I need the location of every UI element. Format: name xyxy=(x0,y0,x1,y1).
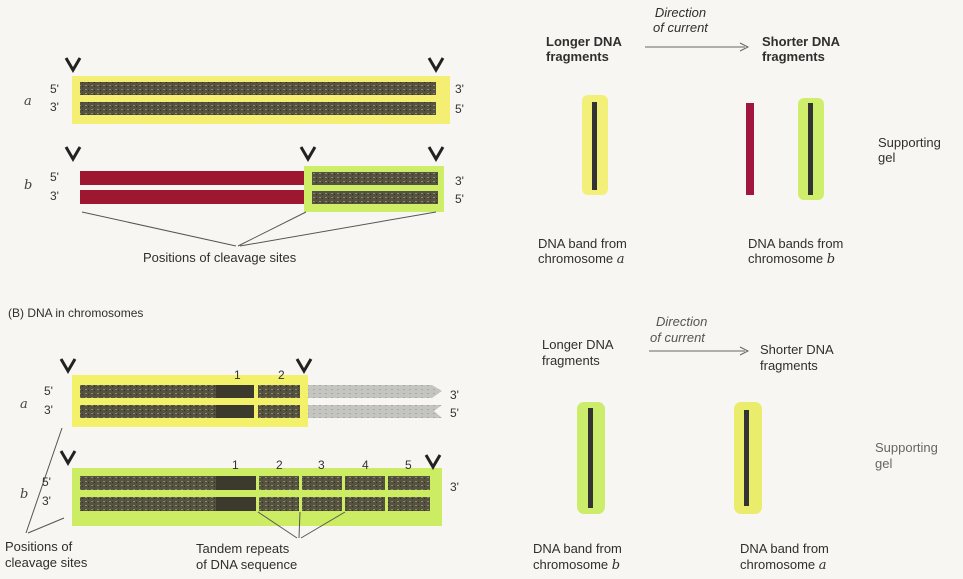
yellow-highlight xyxy=(72,375,308,427)
band-b-caption-line2: chromosome b xyxy=(533,557,620,573)
cleavage-arrow-icon xyxy=(66,58,80,70)
repeat-number: 4 xyxy=(362,458,369,472)
direction-label-line1: Direction xyxy=(656,314,707,329)
strand-bottom xyxy=(80,102,436,115)
strand-top xyxy=(80,82,436,95)
five-prime-label: 5' xyxy=(455,102,464,116)
longer-fragments-label-line2: fragments xyxy=(542,353,600,368)
longer-fragments-label-line1: Longer DNA xyxy=(542,337,614,352)
gel-band-b-dark xyxy=(808,103,813,195)
three-prime-label: 3' xyxy=(455,174,464,188)
gel-band-a xyxy=(592,102,597,190)
panelA-chromosome-a xyxy=(72,76,450,124)
cleavage-arrow-icon xyxy=(426,455,440,467)
panelB-chromosome-a xyxy=(72,375,442,427)
repeat-block xyxy=(388,497,430,511)
repeat-number: 2 xyxy=(278,368,285,382)
strand xyxy=(80,476,216,490)
repeat-block xyxy=(388,476,430,490)
three-prime-label: 3' xyxy=(42,494,51,508)
five-prime-label: 5' xyxy=(50,170,59,184)
panelB-chromosome-b xyxy=(72,468,442,526)
repeat-number: 5 xyxy=(405,458,412,472)
repeat-block xyxy=(258,405,300,418)
tandem-repeats-label-line2: of DNA sequence xyxy=(196,557,297,572)
three-prime-label: 3' xyxy=(450,388,459,402)
repeat-block xyxy=(216,405,254,418)
five-prime-label: 5' xyxy=(44,384,53,398)
strand xyxy=(80,385,216,398)
band-b-caption-line1: DNA bands from xyxy=(748,236,843,251)
panelA-chromosome-b xyxy=(80,166,444,212)
repeat-block xyxy=(216,476,256,490)
five-prime-label: 5' xyxy=(50,82,59,96)
longer-fragments-label: Longer DNA fragments xyxy=(546,34,622,64)
chromosome-a-label: a xyxy=(20,397,28,412)
band-a-caption-line1: DNA band from xyxy=(740,541,829,556)
strand-bottom xyxy=(312,191,438,204)
repeat-number: 3 xyxy=(318,458,325,472)
repeat-block xyxy=(258,385,300,398)
three-prime-label: 3' xyxy=(455,82,464,96)
cleavage-sites-label: Positions of cleavage sites xyxy=(143,250,296,265)
three-prime-label: 3' xyxy=(450,480,459,494)
repeat-block xyxy=(259,497,299,511)
shorter-fragments-label-line2: fragments xyxy=(760,358,818,373)
repeat-block xyxy=(345,476,385,490)
band-b-caption-line1: DNA band from xyxy=(533,541,622,556)
cleavage-arrow-icon xyxy=(61,451,75,463)
cleavage-arrow-icon xyxy=(429,58,443,70)
cleavage-arrow-icon xyxy=(301,147,315,159)
three-prime-label: 3' xyxy=(50,100,59,114)
cleavage-arrow-icon xyxy=(429,147,443,159)
shorter-fragments-label-line1: Shorter DNA xyxy=(760,342,834,357)
supporting-gel-label-line2: gel xyxy=(875,456,892,471)
shorter-fragments-label: Shorter DNA fragments xyxy=(762,34,840,64)
direction-of-current-label: Direction of current xyxy=(653,5,708,35)
band-a-caption-line1: DNA band from xyxy=(538,236,627,251)
repeat-block xyxy=(302,476,342,490)
gel-band-a xyxy=(744,410,749,506)
repeat-block xyxy=(216,385,254,398)
repeat-block xyxy=(259,476,299,490)
cleavage-arrow-icon xyxy=(297,359,311,371)
five-prime-label: 5' xyxy=(450,406,459,420)
three-prime-label: 3' xyxy=(44,403,53,417)
strand xyxy=(80,497,216,511)
repeat-block xyxy=(345,497,385,511)
direction-label-line2: of current xyxy=(650,330,705,345)
repeat-block xyxy=(302,497,342,511)
red-strand-bottom xyxy=(80,190,304,204)
panel-b-header: (B) DNA in chromosomes xyxy=(8,306,143,321)
gray-strand xyxy=(308,405,442,418)
red-strand-top xyxy=(80,171,304,185)
gel-band-b xyxy=(588,408,593,508)
repeat-block xyxy=(216,497,256,511)
repeat-number: 2 xyxy=(276,458,283,472)
tandem-repeats-label-line1: Tandem repeats xyxy=(196,541,289,556)
band-a-caption-line2: chromosome a xyxy=(538,251,625,267)
cleavage-sites-label-line1: Positions of xyxy=(5,539,72,554)
repeat-number: 1 xyxy=(234,368,241,382)
strand-top xyxy=(312,172,438,185)
band-a-caption-line2: chromosome a xyxy=(740,557,827,573)
cleavage-arrow-icon xyxy=(66,147,80,159)
five-prime-label: 5' xyxy=(42,475,51,489)
cleavage-arrow-icon xyxy=(61,359,75,371)
strand xyxy=(80,405,216,418)
supporting-gel-label: Supporting gel xyxy=(878,135,941,165)
five-prime-label: 5' xyxy=(455,192,464,206)
repeat-number: 1 xyxy=(232,458,239,472)
cleavage-leader-lines xyxy=(82,212,436,246)
gray-strand xyxy=(308,385,442,398)
band-b-caption-line2: chromosome b xyxy=(748,251,835,267)
gel-band-b-red xyxy=(746,103,754,195)
chromosome-a-label: a xyxy=(24,94,32,109)
cleavage-sites-label-line2: cleavage sites xyxy=(5,555,87,570)
supporting-gel-label-line1: Supporting xyxy=(875,440,938,455)
three-prime-label: 3' xyxy=(50,189,59,203)
chromosome-b-label: b xyxy=(24,178,32,193)
chromosome-b-label: b xyxy=(20,487,28,502)
